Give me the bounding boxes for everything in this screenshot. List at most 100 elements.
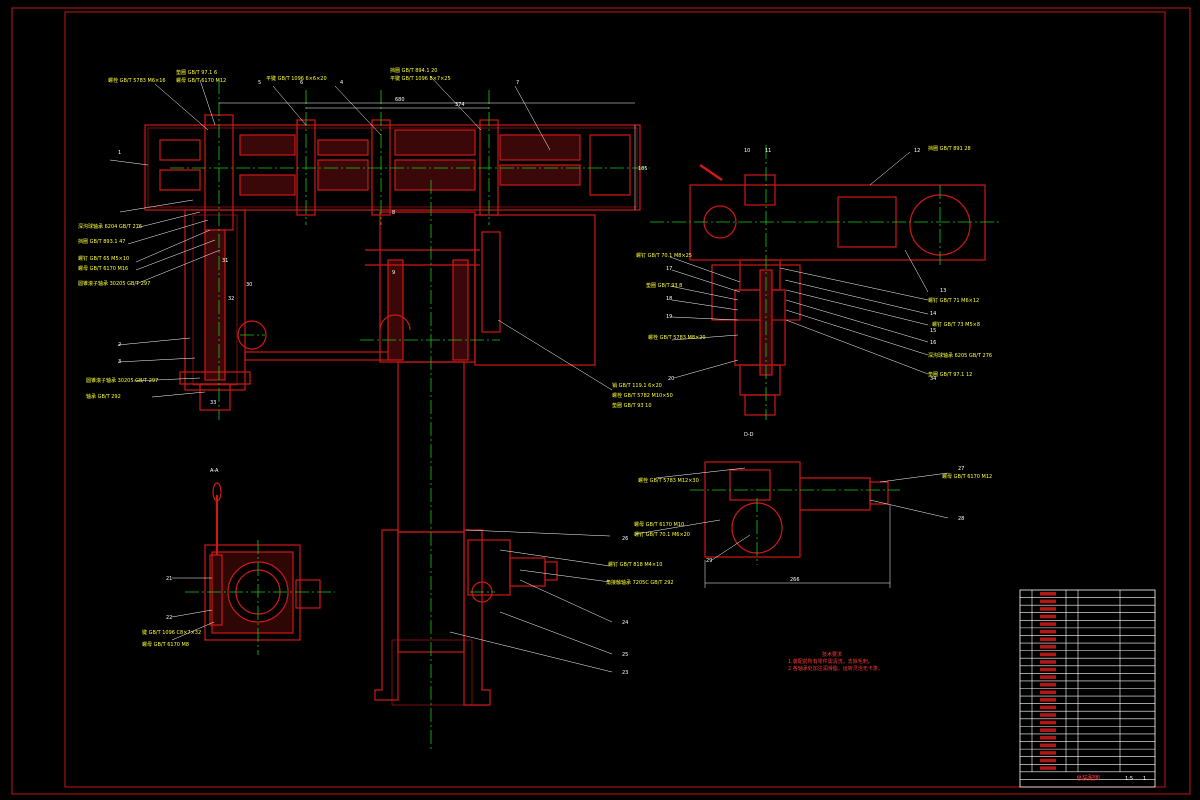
callout: 垫圈 GB/T 93 10 <box>612 402 652 409</box>
section-a-label: A-A <box>210 468 219 474</box>
drawing-title: 总装配图 <box>1076 774 1100 782</box>
bom-name-mark <box>1040 758 1056 763</box>
balloon-25: 25 <box>622 652 628 658</box>
callout: 螺母 GB/T 6170 M12 <box>176 77 226 84</box>
callout: 深沟球轴承 6204 GB/T 276 <box>78 223 142 230</box>
balloon-12: 12 <box>914 148 920 154</box>
d-d-centerlines <box>690 489 900 565</box>
callout: 螺母 GB/T 6170 M16 <box>78 265 128 272</box>
balloon-30: 30 <box>246 282 252 288</box>
callout: 轴承 GB/T 292 <box>86 393 121 400</box>
balloon-7: 7 <box>516 80 519 86</box>
technical-notes: 技术要求 1.装配前所有零件需清洗，去除毛刺。 2.各轴承处加注润滑脂，运转灵活… <box>788 652 898 673</box>
callout: 挡圈 GB/T 891 28 <box>928 145 971 152</box>
balloon-numbers: 1 2 3 4 5 6 7 8 9 10 11 12 13 14 15 16 1… <box>118 80 964 676</box>
callout: 螺钉 GB/T 70.1 M8×25 <box>636 252 692 259</box>
callout: 螺母 GB/T 6170 M8 <box>142 641 189 648</box>
callout: 垫圈 GB/T 97.1 6 <box>176 69 217 76</box>
balloon-1: 1 <box>118 150 121 156</box>
dim-d-view-width: 266 <box>790 577 800 583</box>
callout: 平键 GB/T 1096 8×7×25 <box>390 75 451 82</box>
bom-name-mark <box>1040 629 1056 634</box>
section-view-a-a <box>204 482 321 641</box>
bom-name-mark <box>1040 675 1056 679</box>
sheet-outer-border <box>11 7 1191 795</box>
sheet-inner-border <box>64 11 1166 788</box>
balloon-9: 9 <box>392 270 395 276</box>
bom-name-mark <box>1040 705 1056 710</box>
balloon-22: 22 <box>166 615 172 621</box>
bom-name-mark <box>1040 751 1056 755</box>
callout: 圆锥滚子轴承 30205 GB/T 297 <box>78 280 150 287</box>
callout: 螺钉 GB/T 818 M4×10 <box>608 561 662 568</box>
leader-lines <box>109 75 949 673</box>
dim-top-right: 374 <box>455 102 465 108</box>
side-view-top <box>689 163 986 416</box>
balloon-8: 8 <box>392 210 395 216</box>
callout: 螺栓 GB/T 5783 M6×16 <box>108 77 166 84</box>
bom-name-mark <box>1040 690 1056 695</box>
bom-name-mark <box>1040 637 1056 642</box>
bom-table <box>1020 590 1155 780</box>
callout: 螺钉 GB/T 73 M5×8 <box>932 321 980 328</box>
a-a-centerlines <box>185 540 335 655</box>
callout: 销 GB/T 119.1 6×20 <box>612 382 662 389</box>
callout-labels: 螺栓 GB/T 5783 M6×16 垫圈 GB/T 97.1 6 螺母 GB/… <box>78 67 992 648</box>
bom-name-mark <box>1040 622 1056 626</box>
callout: 螺母 GB/T 6170 M10 <box>634 521 684 528</box>
balloon-13: 13 <box>940 288 946 294</box>
callout: 键 GB/T 1096 C8×7×32 <box>142 629 201 636</box>
balloon-33: 33 <box>210 400 216 406</box>
callout: 螺钉 GB/T 71 M6×12 <box>928 297 979 304</box>
bom-name-mark <box>1040 660 1056 664</box>
section-view-d-d <box>704 461 889 558</box>
balloon-29: 29 <box>706 558 712 564</box>
bom-name-mark <box>1040 766 1056 770</box>
dim-height-right: 185 <box>638 166 648 172</box>
drawing-sheet: 1 <box>1143 776 1146 782</box>
section-d-label: D-D <box>744 432 754 438</box>
balloon-34: 34 <box>930 376 936 382</box>
bom-name-mark <box>1040 698 1056 702</box>
drawing-scale: 1:5 <box>1125 776 1133 782</box>
bom-name-mark <box>1040 743 1056 748</box>
main-view-gearbox <box>144 114 641 706</box>
callout: 垫圈 GB/T 93 8 <box>646 282 682 289</box>
callout: 深沟球轴承 6205 GB/T 276 <box>928 352 992 359</box>
balloon-14: 14 <box>930 311 936 317</box>
bom-name-mark <box>1040 667 1056 672</box>
bom-name-mark <box>1040 735 1056 740</box>
bom-name-mark <box>1040 682 1056 687</box>
balloon-5: 5 <box>258 80 261 86</box>
balloon-26: 26 <box>622 536 628 542</box>
title-block <box>1019 589 1156 788</box>
callout: 螺栓 GB/T 5783 M8×20 <box>648 334 706 341</box>
bom-name-mark <box>1040 720 1056 725</box>
callout: 螺栓 GB/T 5783 M12×30 <box>638 477 699 484</box>
bom-name-mark <box>1040 614 1056 619</box>
callout: 螺栓 GB/T 5782 M10×50 <box>612 392 673 399</box>
balloon-23: 23 <box>622 670 628 676</box>
callout: 垫圈 GB/T 97.1 12 <box>928 371 972 378</box>
balloon-27: 27 <box>958 466 964 472</box>
bom-name-mark <box>1040 713 1056 717</box>
balloon-20: 20 <box>668 376 674 382</box>
callout: 平键 GB/T 1096 6×6×20 <box>266 75 327 82</box>
bom-name-mark <box>1040 728 1056 732</box>
balloon-3: 3 <box>118 359 121 365</box>
callout: 挡圈 GB/T 893.1 47 <box>78 238 126 245</box>
balloon-11: 11 <box>765 148 771 154</box>
balloon-16: 16 <box>930 340 936 346</box>
callout: 螺钉 GB/T 65 M5×10 <box>78 255 129 262</box>
balloon-15: 15 <box>930 328 936 334</box>
dim-top-left: 680 <box>395 97 405 103</box>
balloon-32: 32 <box>228 296 234 302</box>
balloon-17: 17 <box>666 266 672 272</box>
notes-line-1: 1.装配前所有零件需清洗，去除毛刺。 <box>788 659 873 665</box>
notes-line-2: 2.各轴承处加注润滑脂，运转灵活无卡滞。 <box>788 666 883 672</box>
balloon-4: 4 <box>340 80 343 86</box>
bom-name-mark <box>1040 652 1056 657</box>
callout: 挡圈 GB/T 894.1 20 <box>390 67 438 74</box>
d-d-dimension <box>704 505 891 588</box>
